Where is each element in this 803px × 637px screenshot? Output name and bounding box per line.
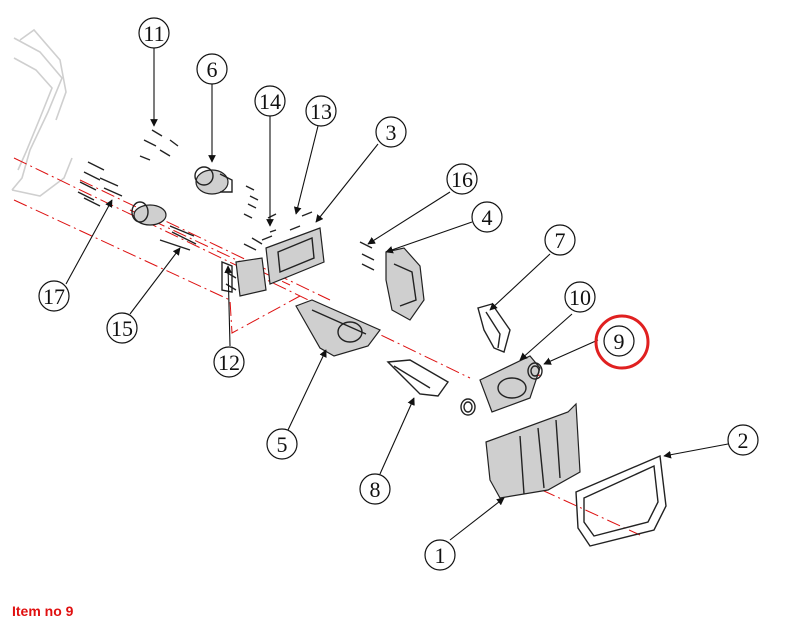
part-6-motor: [194, 166, 259, 219]
part-5-shroud: [295, 299, 381, 357]
svg-text:15: 15: [111, 316, 133, 341]
exploded-parts-diagram: 11 6 14 13 3 16 4 7 10 9 2 17 15 12 5 8 …: [11, 17, 759, 571]
svg-text:16: 16: [451, 167, 473, 192]
svg-text:14: 14: [259, 89, 281, 114]
screws-17: [77, 161, 123, 207]
part-15-cylinder: [131, 201, 197, 251]
balloon-14: 14: [254, 85, 286, 117]
item-caption: Item no 9: [12, 603, 74, 619]
highlight-ring: [594, 314, 650, 370]
part-4-bracket: [359, 241, 425, 321]
part-8-cover: [386, 359, 450, 397]
balloon-8: 8: [359, 473, 391, 505]
balloon-2: 2: [727, 424, 759, 456]
svg-text:17: 17: [43, 284, 65, 309]
svg-text:2: 2: [738, 428, 749, 453]
part-9-ring: [527, 362, 543, 380]
svg-text:7: 7: [555, 228, 566, 253]
svg-text:12: 12: [218, 350, 240, 375]
balloon-7: 7: [544, 224, 576, 256]
svg-text:9: 9: [614, 329, 625, 354]
svg-text:5: 5: [277, 432, 288, 457]
part-7-cover: [477, 303, 511, 353]
part-12-bracket: [221, 237, 267, 297]
part-1-panel: [485, 402, 581, 499]
balloon-12: 12: [213, 346, 245, 378]
ghost-frame: [11, 28, 73, 197]
balloon-3: 3: [375, 116, 407, 148]
screws-11: [139, 129, 179, 161]
svg-text:8: 8: [370, 477, 381, 502]
svg-text:4: 4: [482, 205, 493, 230]
balloon-5: 5: [266, 428, 298, 460]
svg-text:11: 11: [143, 21, 164, 46]
svg-text:6: 6: [207, 57, 218, 82]
part-2-frame: [575, 454, 667, 547]
leader-lines: [65, 47, 729, 541]
balloon-10: 10: [564, 281, 596, 313]
balloon-9: 9: [603, 325, 635, 357]
balloon-16: 16: [446, 163, 478, 195]
balloon-17: 17: [38, 280, 70, 312]
svg-text:1: 1: [435, 543, 446, 568]
balloon-6: 6: [196, 53, 228, 85]
svg-text:13: 13: [310, 99, 332, 124]
balloon-1: 1: [424, 539, 456, 571]
balloon-4: 4: [471, 201, 503, 233]
balloon-11: 11: [138, 17, 170, 49]
balloon-13: 13: [305, 95, 337, 127]
svg-text:10: 10: [569, 285, 591, 310]
ring-small: [460, 398, 476, 416]
balloon-15: 15: [106, 312, 138, 344]
svg-text:3: 3: [386, 120, 397, 145]
part-3-housing: [261, 211, 325, 285]
